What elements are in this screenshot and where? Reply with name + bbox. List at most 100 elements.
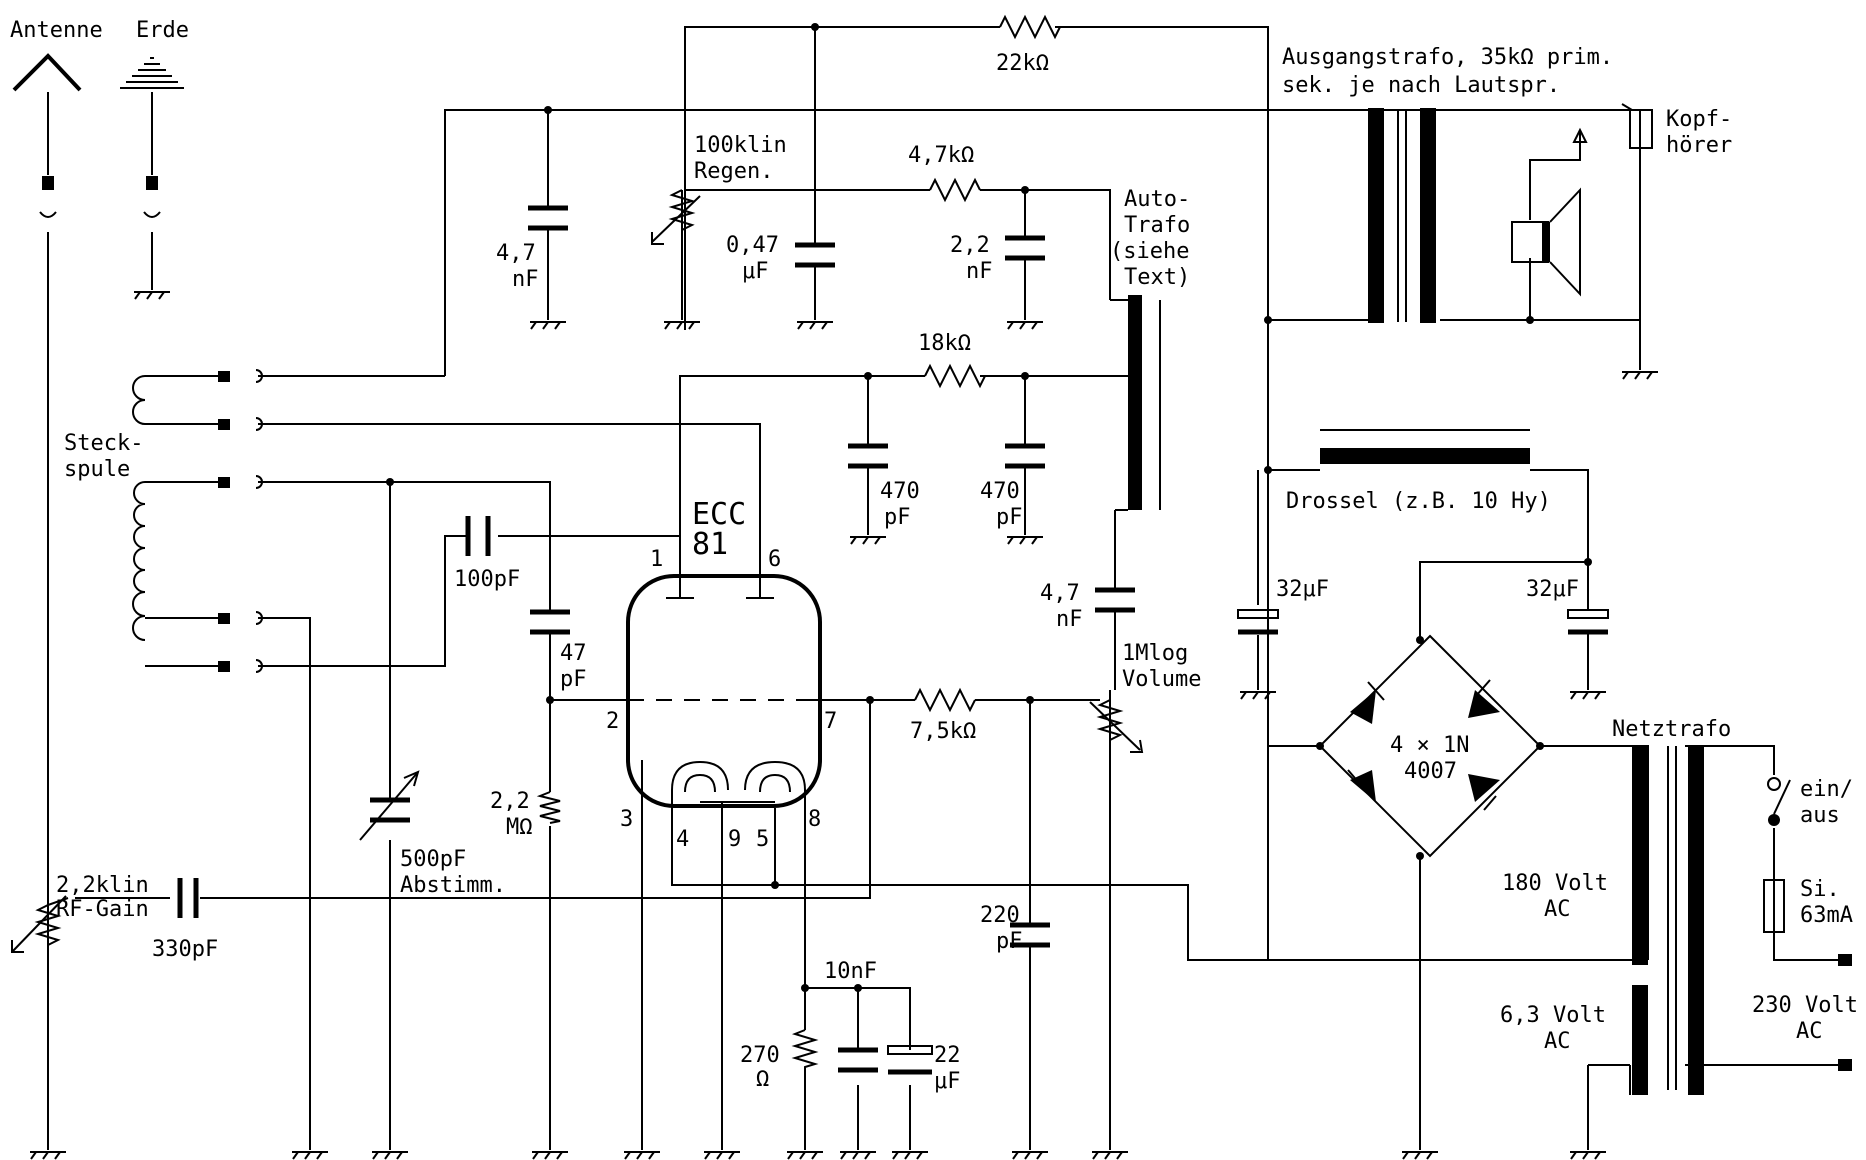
label-earth: Erde: [136, 18, 189, 43]
label-autotrafo-4: Text): [1124, 265, 1190, 290]
label-vol-pot-2: Volume: [1122, 667, 1201, 692]
bridge-rectifier: [1318, 634, 1542, 858]
ground-icon: [1007, 321, 1043, 330]
label-v230-1: 230 Volt: [1752, 993, 1858, 1018]
label-pin1: 1: [650, 547, 663, 572]
ground-icon: [1007, 536, 1043, 545]
label-regen-pot-1: 100klin: [694, 133, 787, 158]
label-pin5: 5: [756, 827, 769, 852]
label-pin7: 7: [824, 709, 837, 734]
label-c-tune-2: Abstimm.: [400, 873, 506, 898]
label-autotrafo-2: Trafo: [1124, 213, 1190, 238]
junction-dots: [386, 23, 1592, 992]
label-c-22nf-u: nF: [966, 259, 993, 284]
label-pin8: 8: [808, 807, 821, 832]
label-c-330p: 330pF: [152, 937, 218, 962]
label-switch-2: aus: [1800, 803, 1840, 828]
ground-icon: [1570, 691, 1606, 700]
label-r-18k: 18kΩ: [918, 331, 971, 356]
potentiometers: [11, 189, 1144, 953]
label-r-75k: 7,5kΩ: [910, 719, 976, 744]
label-pin6: 6: [768, 547, 781, 572]
ground-icon: [1092, 1151, 1128, 1160]
label-c-47p-u: pF: [560, 667, 587, 692]
label-fuse-1: Si.: [1800, 877, 1840, 902]
plug-in-coil: [132, 369, 263, 673]
label-headphone-2: hörer: [1666, 133, 1732, 158]
ground-symbols: [30, 291, 1658, 1160]
power-switch: [1767, 777, 1791, 826]
label-c-470b-u: pF: [996, 505, 1023, 530]
label-c-100p: 100pF: [454, 567, 520, 592]
label-fuse-2: 63mA: [1800, 903, 1853, 928]
ground-icon: [1012, 1151, 1048, 1160]
earth-symbol: [120, 57, 184, 218]
label-pin9: 9: [728, 827, 741, 852]
label-c-47p-v: 47: [560, 641, 587, 666]
label-vol-pot-1: 1Mlog: [1122, 641, 1188, 666]
mains-terminal-1: [1838, 954, 1852, 966]
ground-icon: [1622, 371, 1658, 380]
label-headphone-1: Kopf-: [1666, 107, 1732, 132]
headphone-jack-icon: [1572, 109, 1653, 149]
label-v180-2: AC: [1544, 897, 1571, 922]
ground-icon: [530, 321, 566, 330]
ground-icon: [292, 1151, 328, 1160]
label-r-47k: 4,7kΩ: [908, 143, 974, 168]
capacitors: [177, 205, 1609, 1075]
label-c-32u-b: 32μF: [1526, 577, 1579, 602]
label-c-47nf-u: nF: [512, 267, 539, 292]
label-c-470a-v: 470: [880, 479, 920, 504]
ground-icon: [624, 1151, 660, 1160]
ground-icon: [787, 1151, 823, 1160]
label-plugin-coil-2: spule: [64, 457, 130, 482]
ground-icon: [840, 1151, 876, 1160]
ground-icon: [704, 1151, 740, 1160]
label-out-trafo-1: Ausgangstrafo, 35kΩ prim.: [1282, 45, 1613, 70]
label-tube-2: 81: [692, 527, 728, 562]
label-autotrafo-1: Auto-: [1124, 187, 1190, 212]
label-c-32u-a: 32μF: [1276, 577, 1329, 602]
speaker-icon: [1511, 187, 1581, 297]
label-c-047-v: 0,47: [726, 233, 779, 258]
label-r-270-v: 270: [740, 1043, 780, 1068]
fuse: [1763, 879, 1785, 933]
label-c-22u-u: μF: [934, 1069, 961, 1094]
label-c-couple-u: nF: [1056, 607, 1083, 632]
label-bridge-1: 4 × 1N: [1390, 733, 1469, 758]
label-c-220p-v: 220: [980, 903, 1020, 928]
antenna-symbol: [12, 53, 82, 218]
label-c-10n: 10nF: [824, 959, 877, 984]
ground-icon: [1570, 1151, 1606, 1160]
label-c-470b-v: 470: [980, 479, 1020, 504]
mains-terminal-2: [1838, 1059, 1852, 1071]
label-r-22m-u: MΩ: [506, 815, 533, 840]
label-c-220p-u: pF: [996, 929, 1023, 954]
ground-icon: [532, 1151, 568, 1160]
label-c-22u-v: 22: [934, 1043, 961, 1068]
label-tube: ECC: [692, 497, 746, 532]
ground-icon: [30, 1151, 66, 1160]
label-mains-trafo: Netztrafo: [1612, 717, 1731, 742]
label-c-couple-v: 4,7: [1040, 581, 1080, 606]
wires: [47, 26, 1840, 1150]
label-regen-pot-2: Regen.: [694, 159, 773, 184]
label-pin2: 2: [606, 709, 619, 734]
label-r-22m-v: 2,2: [490, 789, 530, 814]
label-bridge-2: 4007: [1404, 759, 1457, 784]
ground-icon: [892, 1151, 928, 1160]
text-labels: Antenne Erde 22kΩ Ausgangstrafo, 35kΩ pr…: [10, 18, 1858, 1094]
label-c-22nf-v: 2,2: [950, 233, 990, 258]
label-r-feedback: 22kΩ: [996, 51, 1049, 76]
label-choke: Drossel (z.B. 10 Hy): [1286, 489, 1551, 514]
label-antenna: Antenne: [10, 18, 103, 43]
label-switch-1: ein/: [1800, 777, 1853, 802]
resistors: [536, 14, 1061, 1070]
label-rf-pot-1: 2,2klin: [56, 873, 149, 898]
label-v63-2: AC: [1544, 1029, 1571, 1054]
label-c-tune-1: 500pF: [400, 847, 466, 872]
label-c-47nf-v: 4,7: [496, 241, 536, 266]
ground-icon: [797, 321, 833, 330]
label-v180-1: 180 Volt: [1502, 871, 1608, 896]
